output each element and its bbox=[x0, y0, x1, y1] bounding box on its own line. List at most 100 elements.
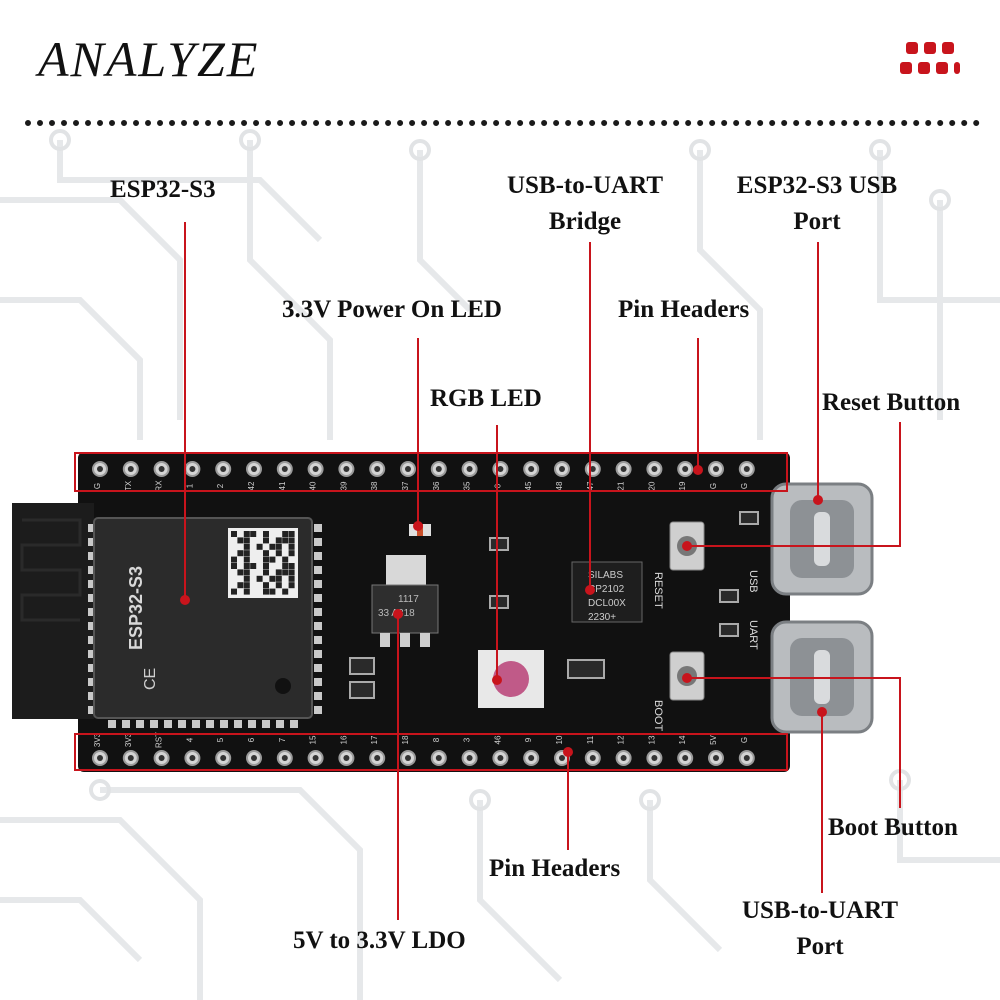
bottom-header-pin-hole bbox=[682, 755, 689, 761]
top-header-pin-hole bbox=[589, 466, 596, 472]
bottom-header-pin-hole bbox=[497, 755, 504, 761]
top-header-highlight bbox=[74, 452, 788, 492]
module-castellation-pad bbox=[88, 524, 96, 532]
qr-cell bbox=[231, 563, 237, 569]
module-castellation-pad bbox=[314, 622, 322, 630]
cp2102-chip bbox=[571, 561, 643, 623]
label-line: USB-to-UART bbox=[506, 172, 664, 199]
module-castellation-pad bbox=[314, 636, 322, 644]
qr-cell bbox=[269, 588, 276, 595]
module-castellation-pad bbox=[314, 650, 322, 658]
module-castellation-pad bbox=[262, 720, 270, 728]
bottom-header-pin-hole bbox=[466, 755, 473, 761]
qr-cell bbox=[243, 588, 250, 595]
module-castellation-pad bbox=[314, 552, 322, 560]
qr-cell bbox=[263, 588, 269, 595]
bottom-header-pin-hole bbox=[528, 755, 535, 761]
logo-dot bbox=[906, 42, 918, 54]
bottom-header-pin-label: 3 bbox=[463, 737, 472, 742]
top-header-pin-hole bbox=[281, 466, 288, 472]
ldo-leg bbox=[380, 633, 390, 647]
qr-cell bbox=[288, 537, 295, 544]
top-header-pin-hole bbox=[312, 466, 319, 472]
module-castellation-pad bbox=[108, 720, 116, 728]
top-header-pin-label: 42 bbox=[247, 481, 256, 490]
top-header-pin-label: 21 bbox=[617, 481, 626, 490]
top-header-pin-hole bbox=[682, 466, 689, 472]
top-header-pin-label: 36 bbox=[432, 481, 441, 490]
module-castellation-pad bbox=[314, 664, 322, 672]
bottom-header-pin-label: 3V3 bbox=[124, 732, 133, 747]
label-pin-headers-bottom: Pin Headers bbox=[489, 855, 621, 882]
bottom-header-pin-hole bbox=[713, 755, 719, 761]
module-castellation-pad bbox=[88, 622, 96, 630]
module-label: ESP32-S3 bbox=[126, 566, 146, 650]
label-pin-headers-top: Pin Headers bbox=[618, 296, 750, 323]
ldo-leg bbox=[400, 633, 410, 647]
passive-components bbox=[349, 511, 759, 699]
module-castellation-pad bbox=[88, 664, 96, 672]
bottom-header-pin-hole bbox=[559, 755, 565, 761]
qr-cell bbox=[243, 569, 250, 576]
module-castellation-pad bbox=[88, 650, 96, 658]
module-castellation-pad bbox=[314, 692, 322, 700]
top-header-pin-label: G bbox=[740, 483, 749, 489]
logo-dot bbox=[954, 62, 960, 74]
chip-text-1: SILABS bbox=[588, 570, 623, 581]
silk-reset: RESET bbox=[652, 572, 664, 609]
bottom-header-pin-label: 3V3 bbox=[93, 732, 102, 747]
module-castellation-pad bbox=[192, 720, 200, 728]
ce-mark: CE bbox=[142, 668, 159, 690]
bottom-header-pin-label: RST bbox=[155, 732, 164, 748]
qr-cell bbox=[282, 556, 289, 563]
top-header-pin-label: 48 bbox=[555, 481, 564, 490]
module-castellation-pad bbox=[88, 692, 96, 700]
qr-cell bbox=[263, 537, 269, 544]
qr-cell bbox=[263, 569, 269, 576]
header-separator bbox=[25, 120, 980, 126]
qr-cell bbox=[237, 550, 244, 557]
label-esp32-s3: ESP32-S3 bbox=[110, 176, 216, 203]
qr-cell bbox=[275, 582, 282, 589]
bottom-header-pin-label: 11 bbox=[586, 735, 595, 744]
module-castellation-pad bbox=[314, 678, 322, 686]
qr-cell bbox=[275, 569, 282, 576]
bottom-header-pin-hole bbox=[158, 755, 165, 761]
qr-cell bbox=[269, 575, 276, 582]
module-castellation-pad bbox=[88, 706, 96, 714]
top-header-pin-label: RX bbox=[155, 480, 164, 492]
qr-cell bbox=[250, 531, 257, 537]
bottom-header-pin-hole bbox=[189, 755, 196, 761]
module-antenna bbox=[12, 503, 94, 719]
top-header-pin-label: 20 bbox=[647, 481, 656, 490]
top-header-pin-hole bbox=[435, 466, 442, 472]
module-castellation-pad bbox=[220, 720, 228, 728]
module-castellation-pad bbox=[206, 720, 214, 728]
bottom-header-pin-label: 18 bbox=[401, 735, 410, 744]
module-castellation-pad bbox=[276, 720, 284, 728]
bottom-header-pin-hole bbox=[220, 755, 227, 761]
qr-cell bbox=[243, 575, 250, 582]
top-header-pin-label: 40 bbox=[309, 481, 318, 490]
label-boot-button: Boot Button bbox=[828, 814, 958, 841]
chip-text-2: CP2102 bbox=[588, 584, 625, 595]
chip-text-4: 2230+ bbox=[588, 612, 616, 623]
qr-cell bbox=[263, 563, 269, 569]
module-castellation-pad bbox=[88, 636, 96, 644]
bottom-header-pin-label: 12 bbox=[617, 735, 626, 744]
bottom-header-pin-hole bbox=[343, 755, 350, 761]
page-title: ANALYZE bbox=[38, 31, 260, 87]
top-header-pin-hole bbox=[497, 466, 504, 472]
silk-uart: UART bbox=[747, 620, 759, 650]
ldo-leg bbox=[420, 633, 430, 647]
ldo-regulator bbox=[371, 584, 439, 634]
logo-dot bbox=[942, 42, 954, 54]
ldo-text-1: 1117 bbox=[398, 594, 419, 605]
bottom-header-pin-hole bbox=[743, 755, 750, 761]
top-header-pin-label: 39 bbox=[339, 481, 348, 490]
qr-cell bbox=[243, 563, 250, 569]
label-line: Port bbox=[796, 933, 844, 960]
label-power-led: 3.3V Power On LED bbox=[282, 296, 502, 323]
qr-cell bbox=[275, 537, 282, 544]
qr-cell bbox=[263, 531, 269, 537]
